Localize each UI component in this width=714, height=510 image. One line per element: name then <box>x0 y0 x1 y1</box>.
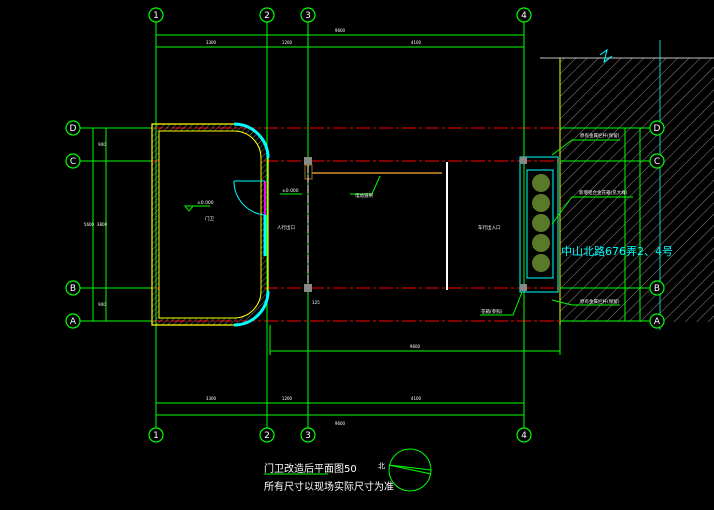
dim-bottom-1: 3300 <box>206 396 217 401</box>
dim-bottom-3: 4100 <box>411 396 422 401</box>
drawing-title: 门卫改造后平面图50 <box>264 462 357 475</box>
dim-left-1: 900 <box>98 142 106 147</box>
existing-wall-hatch <box>560 58 714 322</box>
guard-room <box>151 122 270 327</box>
axis-label-B-left: B <box>70 284 76 294</box>
guard-room-label: 门卫 <box>205 215 214 222</box>
axis-label-3-top: 3 <box>305 11 311 21</box>
dim-overall: 9600 <box>410 344 421 349</box>
north-label: 北 <box>378 462 385 470</box>
flower-box <box>519 156 559 293</box>
right-note-bottom: 原有金属栏杆(保留) <box>580 298 620 305</box>
axis-label-3-bottom: 3 <box>305 431 311 441</box>
dim-left-total: 5600 <box>84 222 95 227</box>
axis-label-B-right: B <box>654 284 660 294</box>
axis-label-A-left: A <box>70 317 77 327</box>
axis-label-4-top: 4 <box>521 11 527 21</box>
dim-top-2: 1200 <box>282 40 293 45</box>
axis-bubbles <box>65 7 665 443</box>
dim-bottom-2: 1200 <box>282 396 293 401</box>
room-level-label: ±0.000 <box>197 200 214 206</box>
dim-left-3: 900 <box>98 302 106 307</box>
axis-label-2-bottom: 2 <box>264 431 270 441</box>
north-arrow-icon <box>388 448 432 492</box>
axis-label-A-right: A <box>654 317 661 327</box>
drawing-note: 所有尺寸以现场实际尺寸为准 <box>264 480 394 493</box>
axis-label-1-top: 1 <box>153 11 159 21</box>
axis-label-1-bottom: 1 <box>153 431 159 441</box>
street-address: 中山北路676弄2、4号 <box>561 245 673 258</box>
axis-label-C-right: C <box>654 157 660 167</box>
dim-top-3: 4100 <box>411 40 422 45</box>
dim-bottom-total: 9600 <box>335 421 346 426</box>
right-note-top: 原有金属栏杆(保留) <box>580 132 620 139</box>
dim-left-2: 3800 <box>97 222 108 227</box>
right-note-mid: 新增铝合金花箱(见大样) <box>579 189 628 196</box>
axis-label-D-left: D <box>70 124 77 134</box>
barrier-label: 电动道闸 <box>355 192 373 199</box>
vehicle-exit-label: 车行出入口 <box>478 224 501 231</box>
flower-box-label: 花箱(参照) <box>481 308 503 315</box>
post-size: 125 <box>312 300 320 305</box>
pedestrian-exit-label: 人行出口 <box>277 224 295 231</box>
axis-label-4-bottom: 4 <box>521 431 527 441</box>
axis-label-2-top: 2 <box>264 11 270 21</box>
axis-label-D-right: D <box>654 124 661 134</box>
axis-label-C-left: C <box>70 157 76 167</box>
dim-top-total: 9600 <box>335 28 346 33</box>
ground-level-label: ±0.000 <box>282 188 299 194</box>
dim-top-1: 3300 <box>206 40 217 45</box>
